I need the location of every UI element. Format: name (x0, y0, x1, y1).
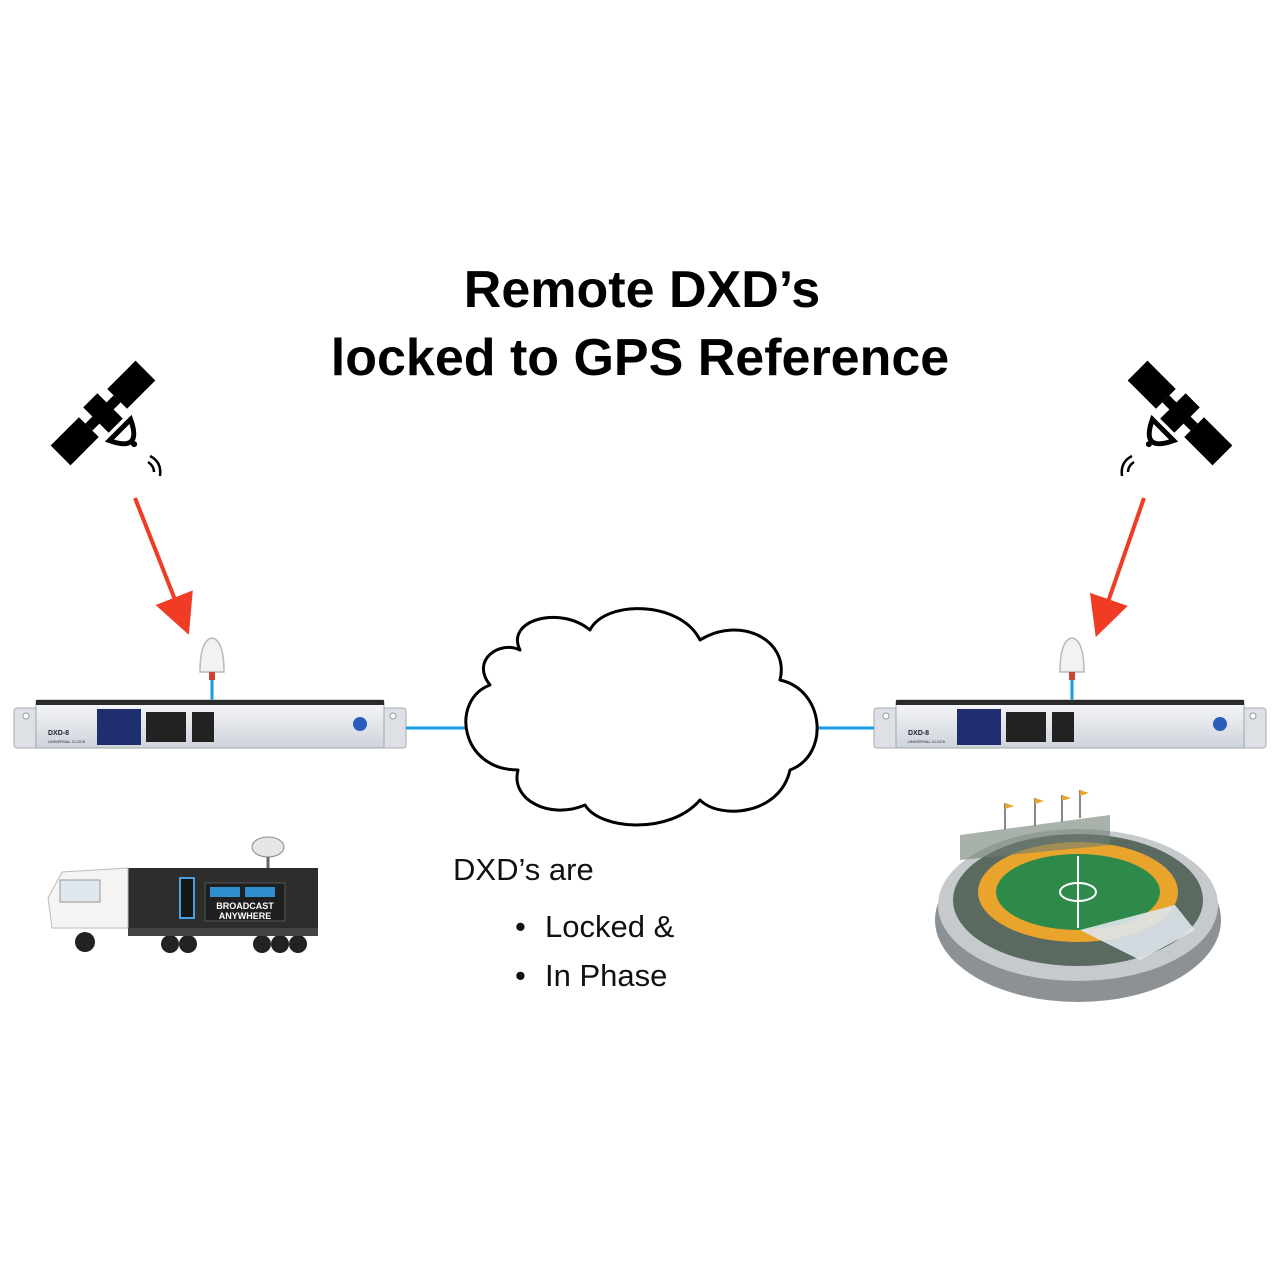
bullet-dot: • (515, 909, 526, 944)
bullet-dot: • (515, 958, 526, 993)
title-line-2: locked to GPS Reference (330, 329, 950, 387)
truck-icon (47, 836, 318, 953)
device-subtitle-left: UNIVERSAL CLOCK (48, 739, 86, 744)
stadium-icon (935, 790, 1221, 1002)
satellite-icon-left (50, 360, 156, 466)
device-screen (97, 709, 141, 745)
bullet-text: In Phase (545, 958, 668, 993)
device-subtitle-right: UNIVERSAL CLOCK (908, 739, 946, 744)
device-model-left: DXD-8 (48, 730, 69, 737)
bullet-text: Locked & (545, 909, 675, 944)
device-screen (957, 709, 1001, 745)
gps-arrow-right (1089, 497, 1146, 638)
cloud-icon (464, 607, 819, 827)
caption-bullet-2: • In Phase (515, 958, 667, 994)
dxd-device-left (13, 699, 407, 749)
caption-intro: DXD’s are (453, 852, 594, 887)
title-line-1: Remote DXD’s (463, 261, 821, 319)
dxd-device-right (873, 699, 1267, 749)
truck-sign-line-1: BROADCAST (216, 901, 274, 911)
truck-sign-line-2: ANYWHERE (219, 911, 272, 921)
caption-bullet-1: • Locked & (515, 909, 674, 945)
gps-arrow-left (133, 497, 193, 635)
device-model-right: DXD-8 (908, 730, 929, 737)
gps-antenna-icon-left (199, 637, 225, 702)
signal-waves-right (1120, 454, 1135, 477)
signal-waves-left (147, 454, 162, 477)
satellite-icon-right (1127, 360, 1233, 466)
gps-antenna-icon-right (1059, 637, 1085, 702)
